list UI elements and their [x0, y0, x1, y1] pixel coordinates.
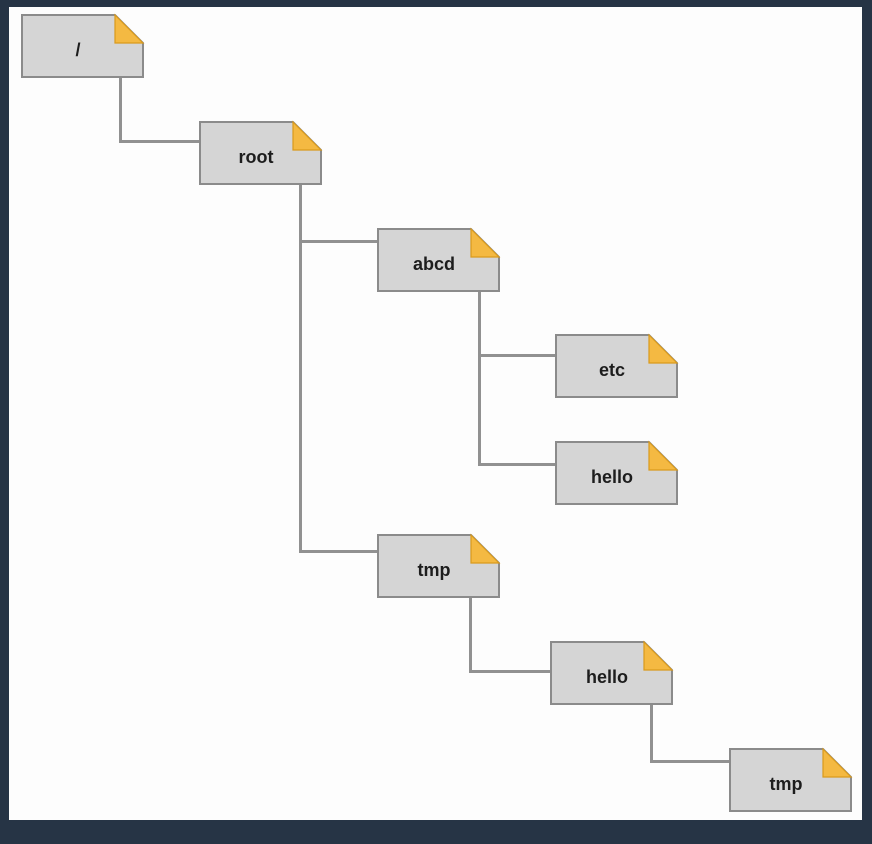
connector-horizontal — [469, 670, 552, 673]
connector-vertical — [650, 704, 653, 763]
node-label: tmp — [769, 773, 803, 794]
document-icon — [377, 533, 501, 598]
node-label: tmp — [417, 559, 451, 580]
connector-horizontal — [650, 760, 731, 763]
document-icon — [729, 747, 853, 812]
node-label: root — [238, 146, 274, 167]
folder-node-tmp-hello-tmp[interactable]: tmp — [729, 747, 853, 812]
document-icon — [21, 13, 145, 78]
node-label: abcd — [412, 253, 455, 274]
folder-node-tmp-hello[interactable]: hello — [550, 640, 674, 705]
node-label: / — [75, 39, 81, 60]
document-icon — [550, 640, 674, 705]
folder-node-abcd[interactable]: abcd — [377, 227, 501, 292]
folder-node-slash[interactable]: / — [21, 13, 145, 78]
document-icon — [199, 120, 323, 185]
connector-vertical — [478, 291, 481, 466]
folder-node-root[interactable]: root — [199, 120, 323, 185]
connector-horizontal — [478, 354, 556, 357]
connector-vertical — [119, 77, 122, 143]
connector-horizontal — [119, 140, 199, 143]
node-label: hello — [585, 666, 628, 687]
connector-horizontal — [299, 550, 379, 553]
document-icon — [555, 440, 679, 505]
document-icon — [377, 227, 501, 292]
folder-node-etc[interactable]: etc — [555, 333, 679, 398]
document-icon — [555, 333, 679, 398]
node-label: etc — [598, 359, 625, 380]
folder-node-hello[interactable]: hello — [555, 440, 679, 505]
connector-horizontal — [299, 240, 379, 243]
node-label: hello — [590, 466, 633, 487]
connector-vertical — [299, 184, 302, 553]
connector-vertical — [469, 598, 472, 673]
diagram-canvas: / root abcd etc hello tmp — [9, 7, 862, 820]
connector-horizontal — [478, 463, 556, 466]
folder-node-tmp[interactable]: tmp — [377, 533, 501, 598]
